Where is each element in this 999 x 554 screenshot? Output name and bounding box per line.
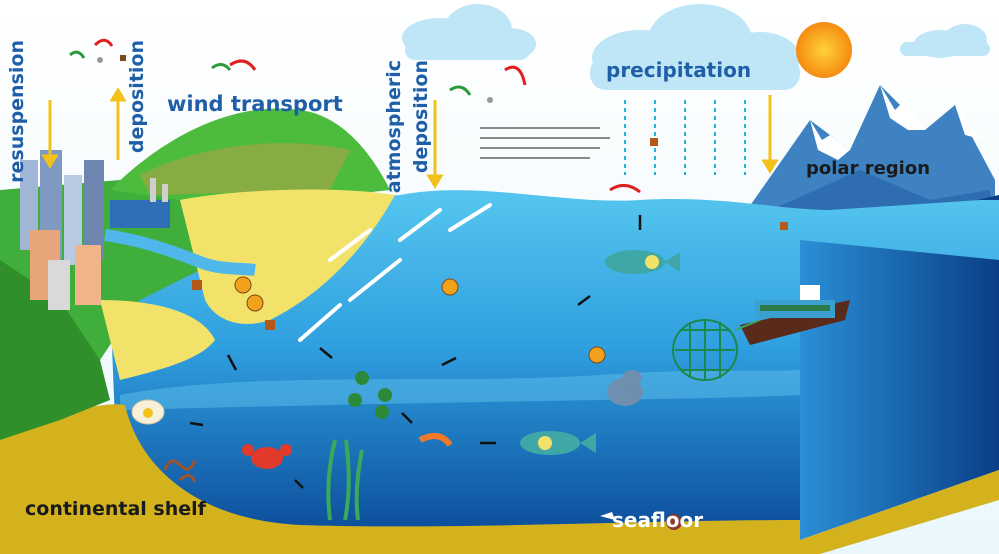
movement-arrows (189, 215, 642, 489)
crab-icon (242, 444, 292, 469)
seal-icon (607, 370, 643, 406)
city-buildings (20, 150, 104, 310)
resuspension-label: resuspension (6, 40, 28, 183)
fishing-net-icon (672, 319, 761, 381)
seafloor-sediment (0, 404, 800, 554)
ship-icon (740, 285, 850, 345)
ocean-side-face (800, 195, 999, 540)
cloud-right (900, 24, 990, 58)
shrimp-icon (418, 433, 453, 447)
sun-icon (796, 22, 852, 78)
wind-transport-label: wind transport (167, 92, 343, 116)
sediment-side (780, 470, 999, 554)
microplastic-particles (69, 38, 788, 530)
surface-waves (298, 203, 492, 342)
precipitation-label: precipitation (606, 58, 752, 82)
cloud-left (402, 4, 536, 60)
fish-icon (520, 431, 596, 455)
polar-region-label: polar region (806, 158, 931, 179)
atmospheric-deposition-label: deposition (410, 60, 432, 174)
shore-trees (0, 260, 110, 440)
oyster-icon (131, 399, 165, 425)
worm-icon (163, 459, 197, 483)
wind-lines (480, 127, 610, 159)
continental-shelf-label: continental shelf (25, 498, 206, 520)
cloud-precipitation (590, 4, 800, 90)
atmospheric-label: atmospheric (383, 60, 405, 194)
deposition-label: deposition (126, 40, 148, 154)
seaweed-icon (326, 439, 364, 521)
factory-icon (110, 178, 170, 228)
seafloor-label: seafloor (612, 508, 704, 532)
river (104, 229, 256, 276)
fish-icon (605, 250, 680, 274)
process-arrows (41, 87, 779, 189)
